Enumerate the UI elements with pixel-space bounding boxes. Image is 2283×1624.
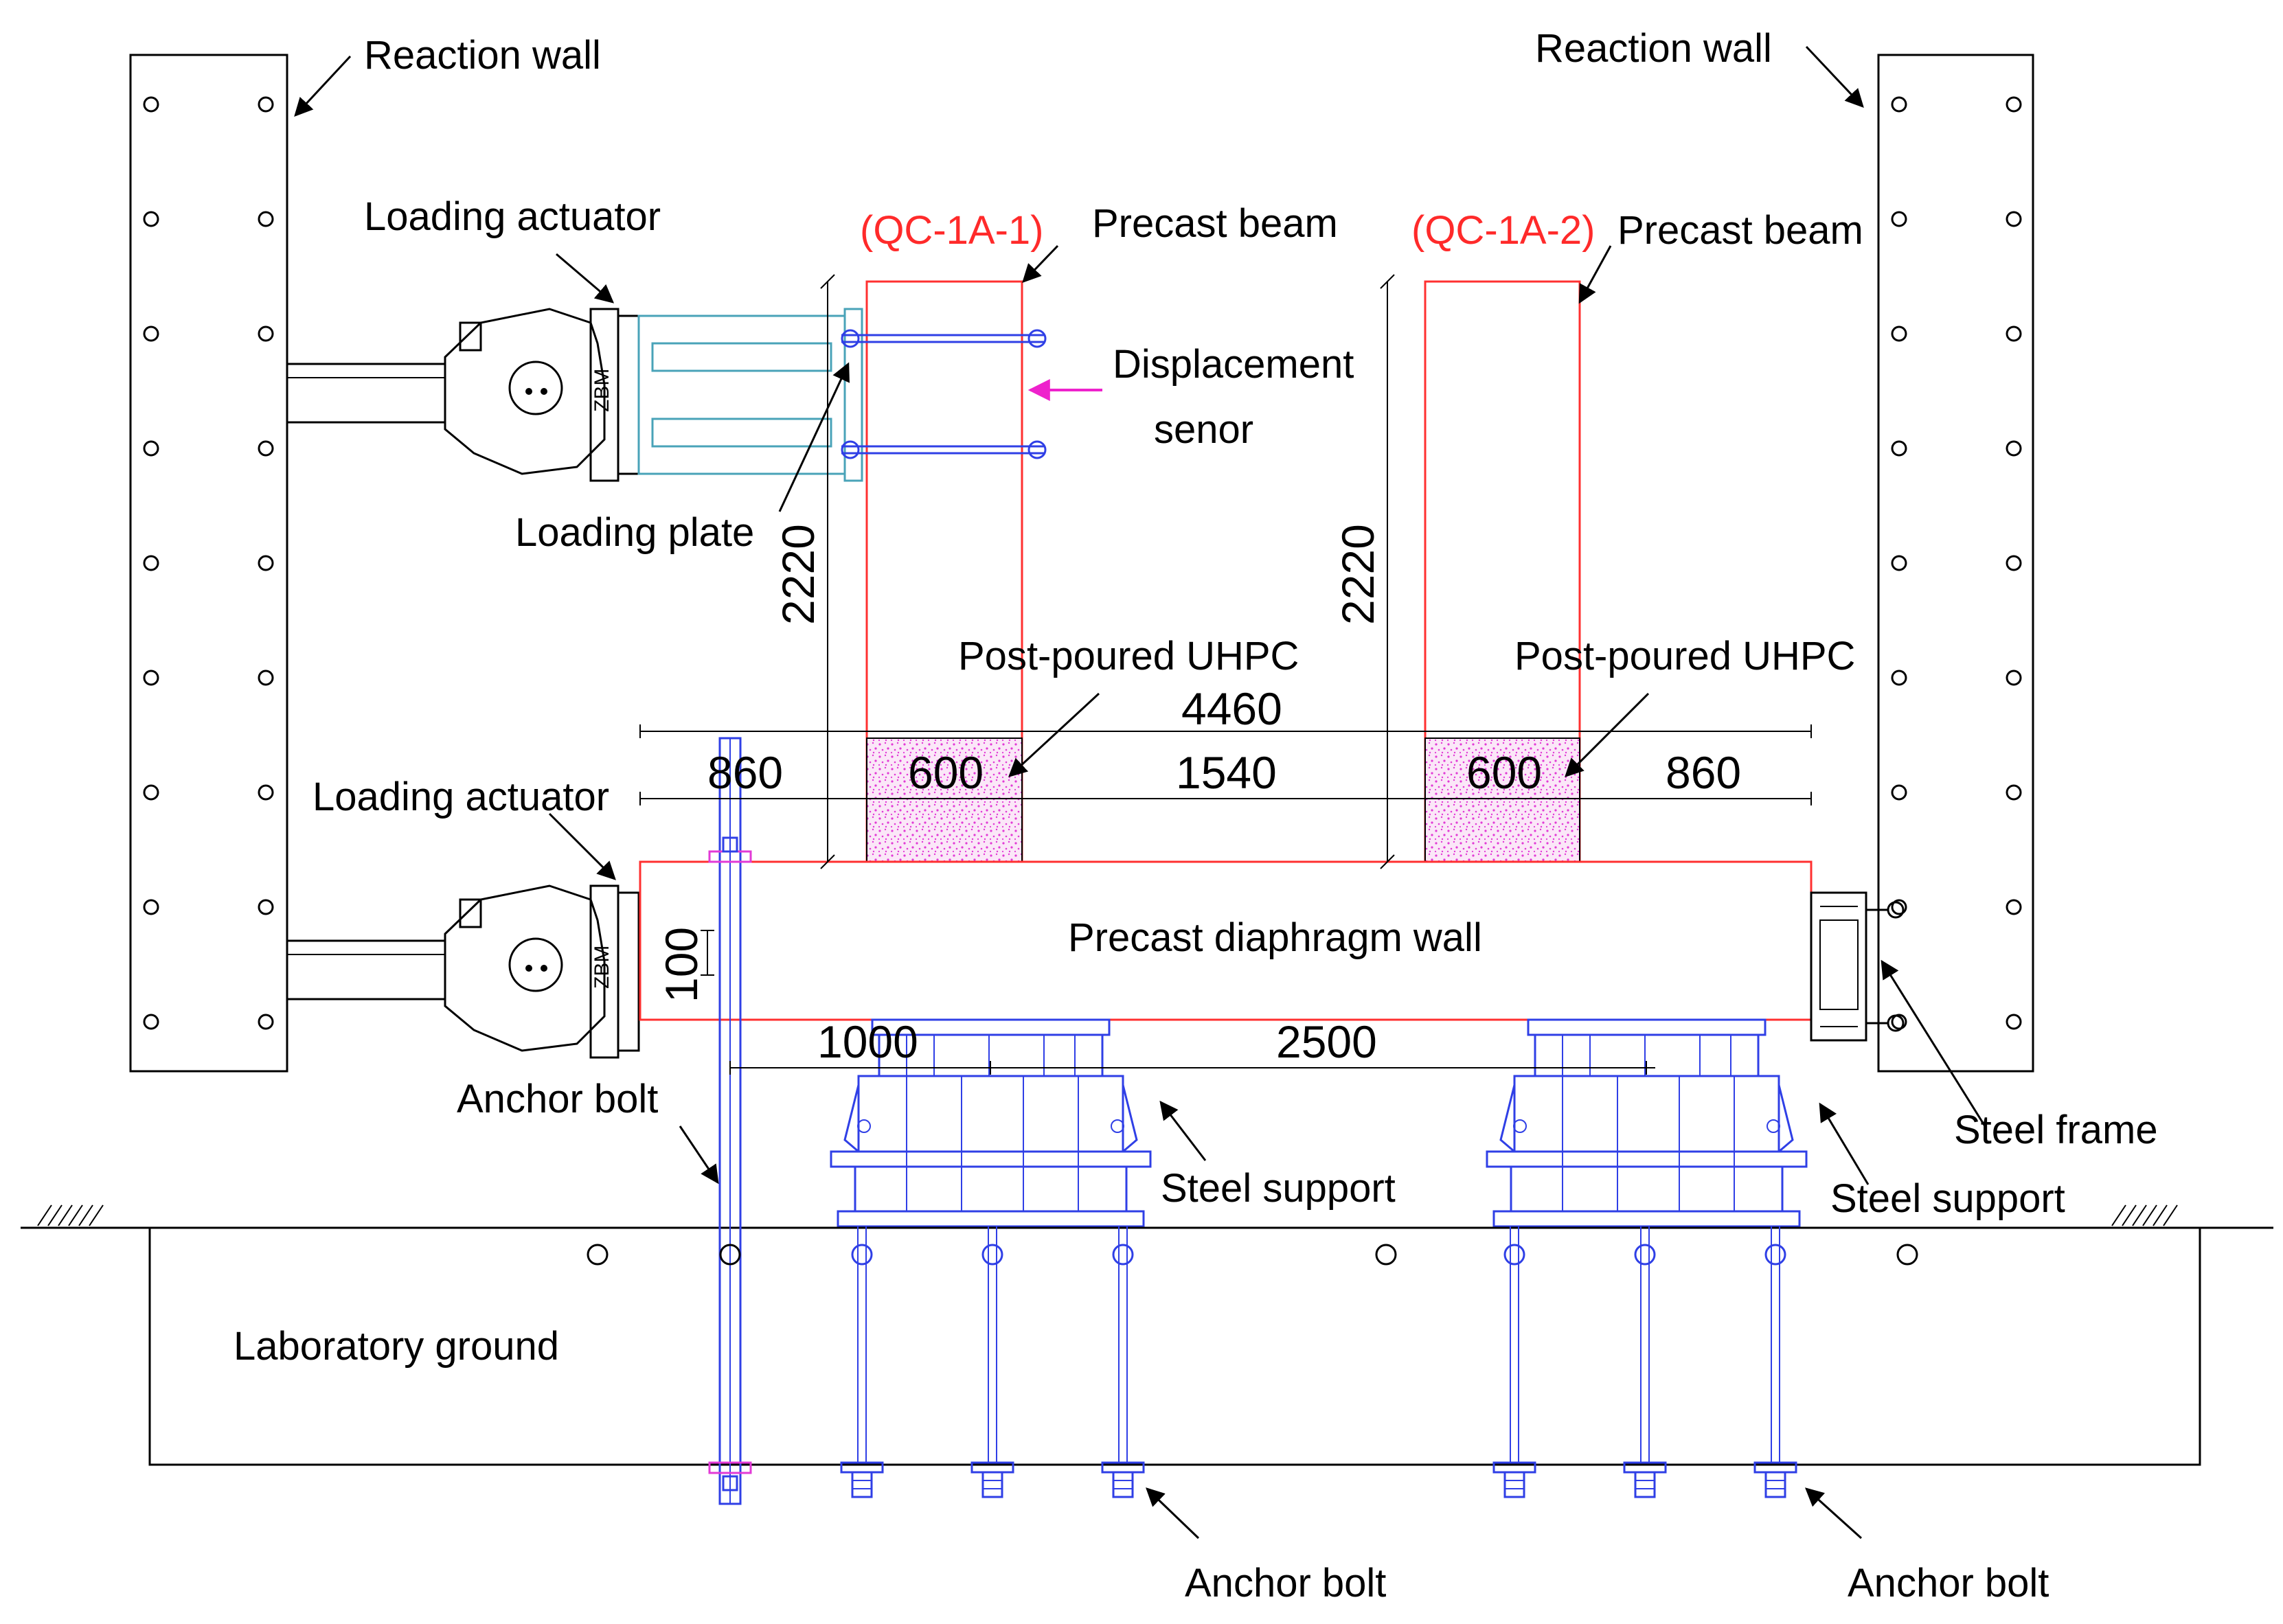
dim-support-offset: 1000 [817, 1016, 918, 1067]
anchor-bolt [1623, 1226, 1667, 1498]
wall-hole [2006, 440, 2022, 457]
wall-hole [143, 211, 159, 227]
anchor-bolt-left [708, 737, 752, 1505]
label-loading-actuator-bottom: Loading actuator [313, 775, 609, 819]
label-post-poured-uhpc-2: Post-poured UHPC [1514, 634, 1855, 678]
steel-support-1 [830, 1018, 1152, 1228]
laboratory-ground [21, 1204, 2273, 1466]
wall-hole [143, 555, 159, 571]
label-post-poured-uhpc-1: Post-poured UHPC [958, 634, 1299, 678]
wall-hole [258, 670, 274, 686]
wall-hole [258, 555, 274, 571]
wall-hole [143, 1014, 159, 1030]
wall-hole [2006, 1014, 2022, 1030]
anchor-bolt [1753, 1226, 1797, 1498]
label-loading-actuator-top: Loading actuator [364, 194, 661, 239]
leader-arrows [294, 45, 1986, 1540]
reaction-wall-right [1877, 54, 2034, 1073]
wall-hole [143, 96, 159, 113]
steel-support-2 [1486, 1018, 1808, 1228]
label-anchor-bolt-bottom-1: Anchor bolt [1185, 1561, 1386, 1605]
wall-hole [143, 784, 159, 801]
label-laboratory-ground: Laboratory ground [234, 1324, 559, 1369]
label-steel-support-2: Steel support [1830, 1176, 2065, 1221]
dim-bolt-offset: 100 [656, 927, 707, 1003]
dim-support-spacing: 2500 [1276, 1016, 1377, 1067]
dim-beam-spacing: 1540 [1176, 747, 1277, 798]
ground-hatch-right [2111, 1204, 2178, 1226]
wall-hole [1891, 325, 1907, 342]
label-specimen-1: (QC-1A-1) [860, 208, 1043, 253]
wall-hole [1891, 211, 1907, 227]
wall-hole [2006, 555, 2022, 571]
wall-hole [258, 325, 274, 342]
wall-hole [258, 1014, 274, 1030]
anchor-bolt [840, 1226, 884, 1498]
label-precast-beam-1: Precast beam [1092, 201, 1338, 246]
label-precast-beam-2: Precast beam [1617, 208, 1863, 253]
wall-hole [258, 899, 274, 915]
dim-overall-length: 4460 [1181, 683, 1282, 734]
loading-actuator-top: ZBM [286, 308, 640, 482]
label-loading-plate: Loading plate [515, 510, 754, 555]
label-steel-support-1: Steel support [1161, 1166, 1396, 1211]
dim-beam-height-2: 2220 [1332, 524, 1383, 625]
label-specimen-2: (QC-1A-2) [1411, 208, 1595, 253]
ground-hatch-left [37, 1204, 104, 1226]
label-displacement-sensor-2: senor [1154, 407, 1253, 452]
label-steel-frame: Steel frame [1954, 1108, 2158, 1152]
wall-hole [1891, 555, 1907, 571]
label-reaction-wall-left: Reaction wall [364, 33, 601, 78]
wall-hole [1891, 784, 1907, 801]
wall-hole [2006, 784, 2022, 801]
wall-hole [2006, 899, 2022, 915]
dim-beam-height-1: 2220 [773, 524, 824, 625]
wall-hole [143, 325, 159, 342]
dim-right-offset: 860 [1666, 747, 1741, 798]
zbm-badge-top: ZBM [591, 369, 613, 412]
loading-actuator-bottom: ZBM [286, 884, 640, 1059]
dim-beam-width-1: 600 [908, 747, 984, 798]
wall-hole [143, 440, 159, 457]
wall-hole [258, 96, 274, 113]
wall-hole [143, 899, 159, 915]
wall-hole [258, 440, 274, 457]
wall-hole [143, 670, 159, 686]
wall-hole [1891, 670, 1907, 686]
dim-beam-width-2: 600 [1466, 747, 1542, 798]
label-anchor-bolt-bottom-2: Anchor bolt [1848, 1561, 2049, 1605]
dim-left-offset: 860 [707, 747, 783, 798]
wall-hole [2006, 670, 2022, 686]
wall-hole [1891, 440, 1907, 457]
loading-plate [637, 308, 863, 482]
wall-hole [258, 211, 274, 227]
anchor-bolt [970, 1226, 1014, 1498]
wall-hole [2006, 211, 2022, 227]
wall-hole [2006, 325, 2022, 342]
anchor-bolt [1101, 1226, 1145, 1498]
zbm-badge-bottom: ZBM [591, 946, 613, 989]
label-displacement-sensor-1: Displacement [1113, 342, 1354, 387]
dimension-lines [639, 274, 1812, 1075]
wall-hole [258, 784, 274, 801]
support-anchor-bolts [840, 1226, 1797, 1498]
wall-hole [2006, 96, 2022, 113]
anchor-bolt [1492, 1226, 1536, 1498]
wall-hole [1891, 96, 1907, 113]
steel-frame [1810, 891, 1905, 1042]
reaction-wall-left [129, 54, 288, 1073]
label-precast-diaphragm-wall: Precast diaphragm wall [1068, 915, 1482, 960]
label-anchor-bolt-left: Anchor bolt [457, 1077, 658, 1121]
label-reaction-wall-right: Reaction wall [1535, 26, 1772, 71]
